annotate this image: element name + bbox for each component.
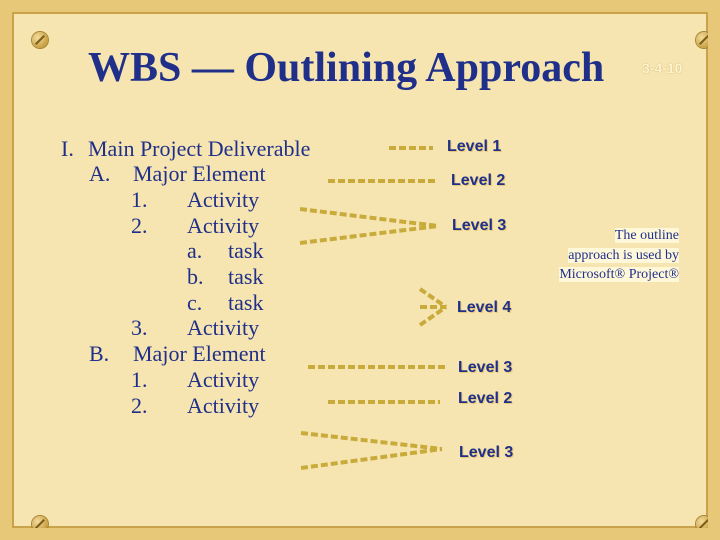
level-label: Level 3 [459,444,514,461]
outline-marker: b. [187,264,204,289]
connector-line [418,287,448,309]
connector-line [299,224,439,245]
outline-marker: 1. [131,367,148,392]
note-line: approach is used by [568,247,679,263]
outline-text: task [228,264,264,289]
level-label: Level 4 [457,299,512,316]
outline-marker: 3. [131,315,148,340]
outline-text: Activity [187,315,260,340]
connector-line [418,305,448,327]
outline-text: Main Project Deliverable [88,136,311,161]
outline-text: Activity [187,213,260,238]
corner-screw-icon [696,516,708,528]
level-label: Level 2 [451,172,506,189]
level-label: Level 3 [452,217,507,234]
slide-title: WBS — Outlining Approach [88,45,605,91]
side-note: The outline approach is used by Microsof… [545,226,679,285]
outline-marker: 2. [131,393,148,418]
corner-screw-icon [32,32,48,48]
outline-text: Major Element [133,161,266,186]
outline-marker: 1. [131,187,148,212]
note-line: The outline [614,228,679,243]
note-line: Microsoft® Project® [559,267,679,282]
outline-text: task [228,238,264,263]
level-label: Level 3 [458,359,513,376]
corner-screw-icon [32,516,48,528]
outline-text: Activity [187,393,260,418]
corner-screw-icon [696,32,708,48]
outline-marker: I. [61,136,74,161]
outline-text: Activity [187,187,260,212]
outline-marker: B. [89,341,110,366]
outline-text: task [228,290,264,315]
connector-line [300,447,443,470]
level-label: Level 1 [447,138,502,155]
outline-text: Major Element [133,341,266,366]
outline-marker: a. [187,238,203,263]
outline-marker: 2. [131,213,148,238]
connector-line [300,431,443,451]
outline-marker: A. [89,161,111,186]
level-label: Level 2 [458,390,513,407]
connector-line [299,207,439,228]
outline-text: Activity [187,367,260,392]
outline-marker: c. [187,290,203,315]
slide-number: 3-4-10 [642,60,683,76]
